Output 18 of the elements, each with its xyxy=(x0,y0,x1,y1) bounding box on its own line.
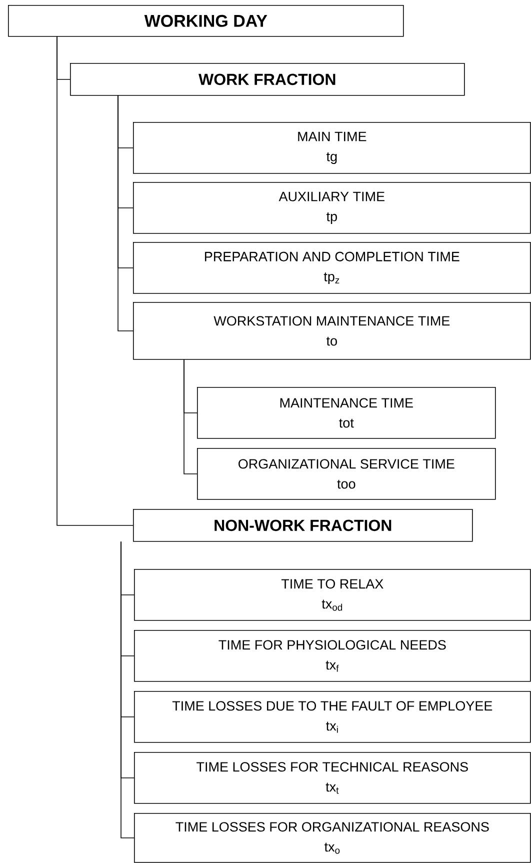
time-box: ORGANIZATIONAL SERVICE TIME too xyxy=(197,448,496,500)
time-box: TIME LOSSES FOR TECHNICAL REASONS tx$_{t}$ xyxy=(134,752,531,804)
heading-box: WORKING DAY xyxy=(8,5,404,37)
time-box: TIME FOR PHYSIOLOGICAL NEEDS tx$_{f}$ xyxy=(134,630,531,682)
time-box: TIME LOSSES FOR ORGANIZATIONAL REASONS tx$_{o}$ xyxy=(134,813,531,863)
time-box: MAIN TIME tg xyxy=(133,122,531,174)
connector-line xyxy=(118,95,134,332)
time-box: MAINTENANCE TIME tot xyxy=(197,387,496,439)
heading-box: WORK FRACTION xyxy=(70,63,465,96)
time-box: PREPARATION AND COMPLETION TIME tp$_{z}$ xyxy=(133,242,531,294)
connector-line xyxy=(56,36,134,526)
time-box: AUXILIARY TIME tp xyxy=(133,182,531,234)
heading-box: NON-WORK FRACTION xyxy=(133,509,473,542)
connector-line xyxy=(184,359,198,474)
time-box: WORKSTATION MAINTENANCE TIME to xyxy=(133,302,531,360)
time-box: TIME TO RELAX tx$_{od}$ xyxy=(134,569,531,621)
time-box: TIME LOSSES DUE TO THE FAULT OF EMPLOYEE tx$_{i}$ xyxy=(134,691,531,743)
connector-line xyxy=(120,541,134,838)
